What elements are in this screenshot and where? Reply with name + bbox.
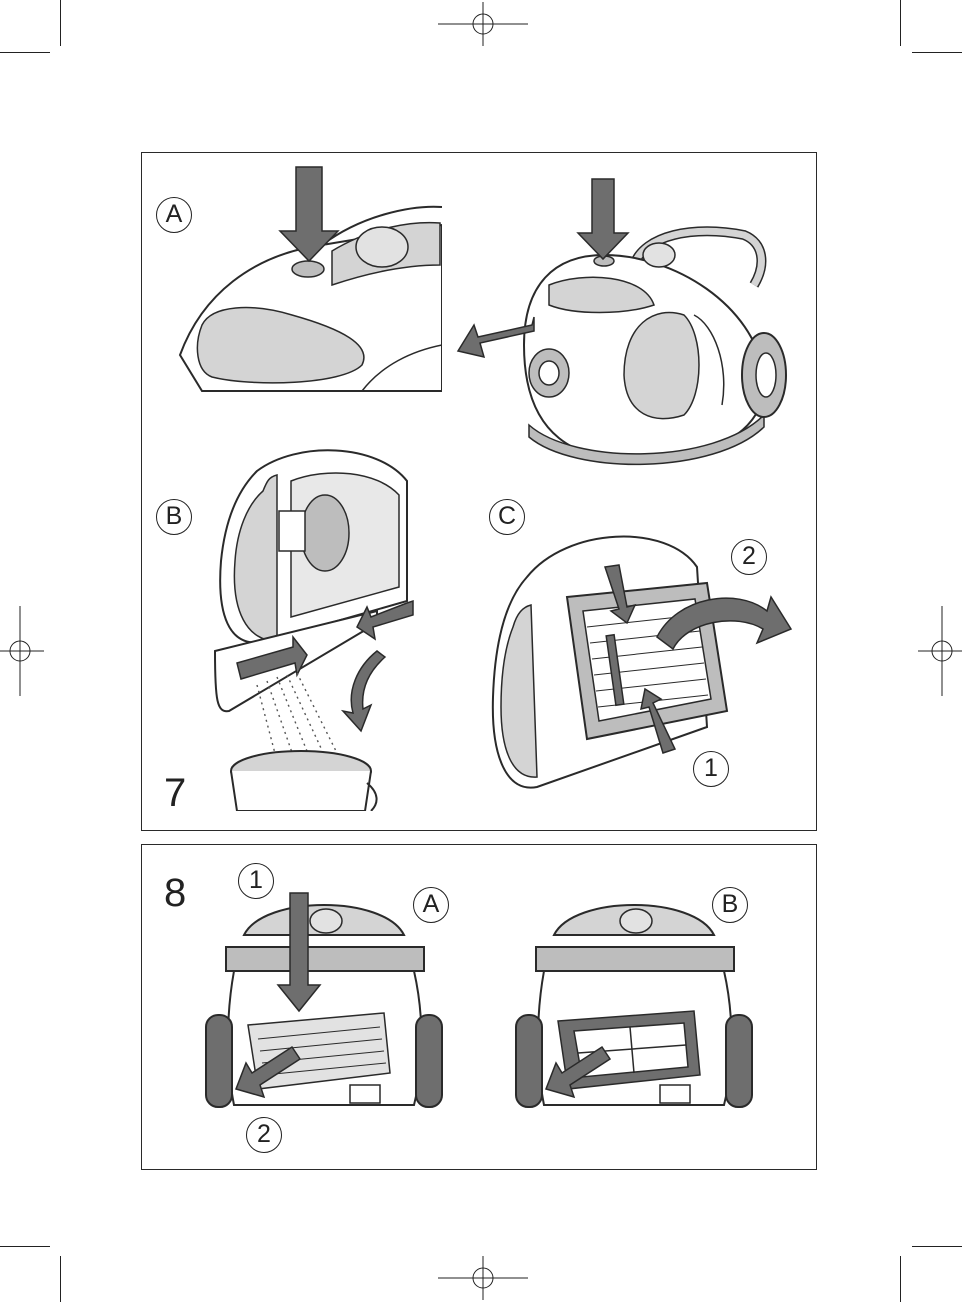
figure-8-label-a: A	[413, 887, 449, 923]
registration-mark-top	[438, 2, 528, 46]
crop-mark-top-left-h	[0, 52, 50, 53]
crop-mark-bottom-left-h	[0, 1246, 50, 1247]
figure-7-step-2: 2	[731, 539, 767, 575]
figure-7-label-b: B	[156, 499, 192, 535]
crop-mark-bottom-left-v	[60, 1256, 61, 1302]
figure-8-number: 8	[164, 873, 186, 913]
crop-mark-top-right-h	[912, 52, 962, 53]
crop-mark-bottom-right-h	[912, 1246, 962, 1247]
vacuum-lid-closeup-illustration	[172, 165, 442, 395]
dust-container-emptying-illustration	[207, 441, 427, 811]
crop-mark-top-left-v	[60, 0, 61, 46]
figure-8-label-b: B	[712, 887, 748, 923]
figure-7-label-a: A	[156, 197, 192, 233]
figure-8-panel: 8 1 A B 2	[141, 844, 817, 1170]
figure-8-step-1: 1	[238, 863, 274, 899]
crop-mark-top-right-v	[900, 0, 901, 46]
figure-8-step-2: 2	[246, 1117, 282, 1153]
figure-7-label-c: C	[489, 499, 525, 535]
registration-mark-bottom	[438, 1256, 528, 1300]
figure-7-number: 7	[164, 773, 186, 813]
registration-mark-right	[918, 606, 962, 696]
figure-7-panel: A B C 2 1 7	[141, 152, 817, 831]
vacuum-side-view-illustration	[454, 175, 794, 475]
crop-mark-bottom-right-v	[900, 1256, 901, 1302]
registration-mark-left	[0, 606, 44, 696]
figure-7-step-1: 1	[693, 751, 729, 787]
